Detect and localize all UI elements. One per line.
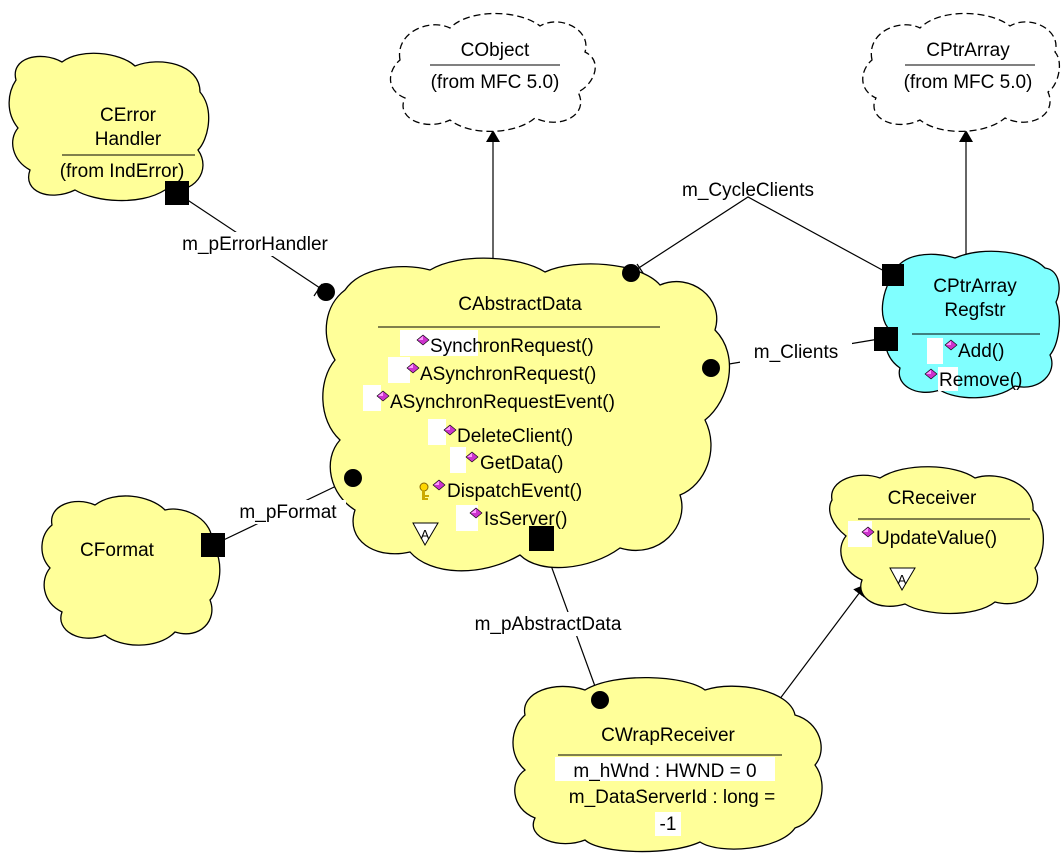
cycle-clients-edge-path — [630, 196, 887, 274]
svg-text:A: A — [421, 527, 430, 542]
abstract-triangle-icon: A — [412, 522, 439, 547]
method-highlight — [363, 385, 381, 411]
method-highlight — [938, 367, 958, 391]
error-handler-end-dot — [317, 283, 335, 301]
method-asynchronrequestevent[interactable]: ASynchronRequestEvent() — [390, 392, 615, 413]
creceiver-name: CReceiver — [888, 488, 977, 509]
cabstractdata-name: CAbstractData — [458, 294, 582, 315]
method-highlight — [400, 330, 478, 356]
method-isserver[interactable]: IsServer() — [484, 509, 567, 530]
association-label-clients: m_Clients — [754, 342, 838, 363]
method-asynchronrequest[interactable]: ASynchronRequest() — [420, 364, 596, 385]
method-dispatchevent[interactable]: DispatchEvent() — [447, 481, 582, 502]
method-deleteclient[interactable]: DeleteClient() — [457, 426, 573, 447]
cobject-from: (from MFC 5.0) — [431, 72, 560, 93]
cformat-cloud[interactable] — [41, 495, 221, 646]
creceiver-cloud[interactable] — [829, 466, 1044, 615]
cptrarray-cloud[interactable] — [862, 12, 1061, 133]
format-aggregation-square — [201, 533, 225, 557]
association-label-error-handler: m_pErrorHandler — [182, 234, 328, 255]
cptrarray-name: CPtrArray — [926, 40, 1010, 61]
cwrapreceiver-name: CWrapReceiver — [601, 725, 735, 746]
association-label-cycle-clients: m_CycleClients — [682, 180, 814, 201]
method-remove[interactable]: Remove() — [939, 370, 1022, 391]
cobject-cloud[interactable] — [389, 12, 596, 133]
label-background — [474, 612, 622, 636]
error-handler-aggregation-square — [165, 181, 189, 205]
cerrorhandler-name-line2: Handler — [95, 129, 162, 150]
method-updatevalue[interactable]: UpdateValue() — [876, 528, 997, 549]
method-highlight — [428, 419, 446, 445]
label-background — [165, 232, 345, 256]
attribute-highlight — [555, 757, 775, 781]
cerrorhandler-cloud[interactable] — [8, 52, 210, 202]
attribute-hwnd[interactable]: m_hWnd : HWND = 0 — [573, 761, 756, 782]
association-label-format: m_pFormat — [239, 502, 337, 523]
clients-aggregation-square — [874, 327, 898, 351]
attribute-dataserverid-value: -1 — [660, 814, 677, 835]
abstract-data-end-dot — [591, 691, 609, 709]
abstract-data-aggregation-square — [529, 526, 554, 551]
method-highlight — [450, 447, 466, 473]
wrapreceiver-creceiver-edge — [769, 583, 867, 713]
cerrorhandler-from: (from IndError) — [60, 161, 185, 182]
cycle-clients-aggregation-square — [882, 264, 904, 286]
cptrarrayregfstr-name-line2: Regfstr — [944, 300, 1006, 321]
cycle-clients-end-dot — [622, 264, 640, 282]
association-label-abstract-data: m_pAbstractData — [475, 614, 622, 635]
method-add[interactable]: Add() — [958, 341, 1004, 362]
method-synchronrequest[interactable]: SynchronRequest() — [430, 336, 594, 357]
method-highlight — [388, 357, 410, 383]
cptrarrayregfstr-name-line1: CPtrArray — [933, 276, 1017, 297]
cobject-name: CObject — [461, 40, 530, 61]
cformat-name: CFormat — [80, 540, 155, 561]
cptrarrayregfstr-cloud[interactable] — [881, 250, 1060, 399]
cycle-clients-edge — [631, 272, 886, 273]
attribute-highlight — [655, 812, 681, 836]
attribute-dataserverid[interactable]: m_DataServerId : long = — [569, 787, 775, 808]
abstract-triangle-icon: A — [889, 567, 916, 592]
method-highlight — [927, 338, 943, 364]
label-background — [228, 500, 346, 524]
cptrarray-from: (from MFC 5.0) — [904, 72, 1033, 93]
svg-text:A: A — [898, 572, 907, 587]
label-background — [740, 340, 852, 364]
cerrorhandler-name-line1: CError — [100, 105, 157, 126]
format-end-dot — [344, 469, 362, 487]
clients-end-dot — [702, 359, 720, 377]
method-getdata[interactable]: GetData() — [480, 453, 563, 474]
key-icon — [419, 482, 429, 500]
